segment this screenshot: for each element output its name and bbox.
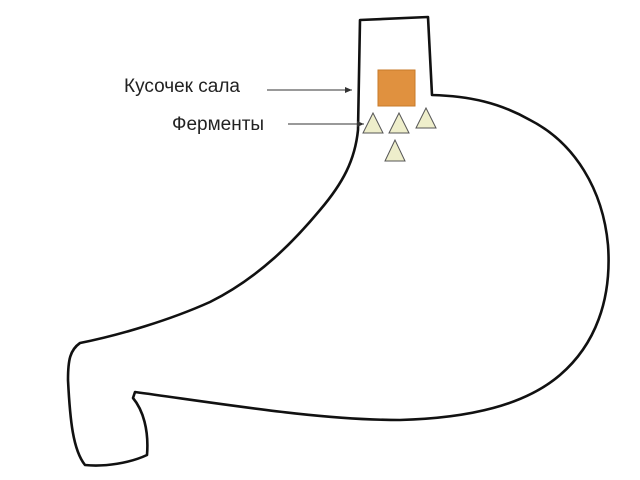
fat-piece <box>377 69 416 107</box>
stomach-outline <box>66 15 610 467</box>
enzyme-triangle <box>388 111 410 134</box>
fat-piece-label: Кусочек сала <box>124 76 240 97</box>
enzymes-label: Ферменты <box>172 114 265 135</box>
enzyme-triangle <box>384 138 406 162</box>
enzyme-triangle <box>415 106 437 129</box>
enzyme-triangle <box>362 111 384 134</box>
